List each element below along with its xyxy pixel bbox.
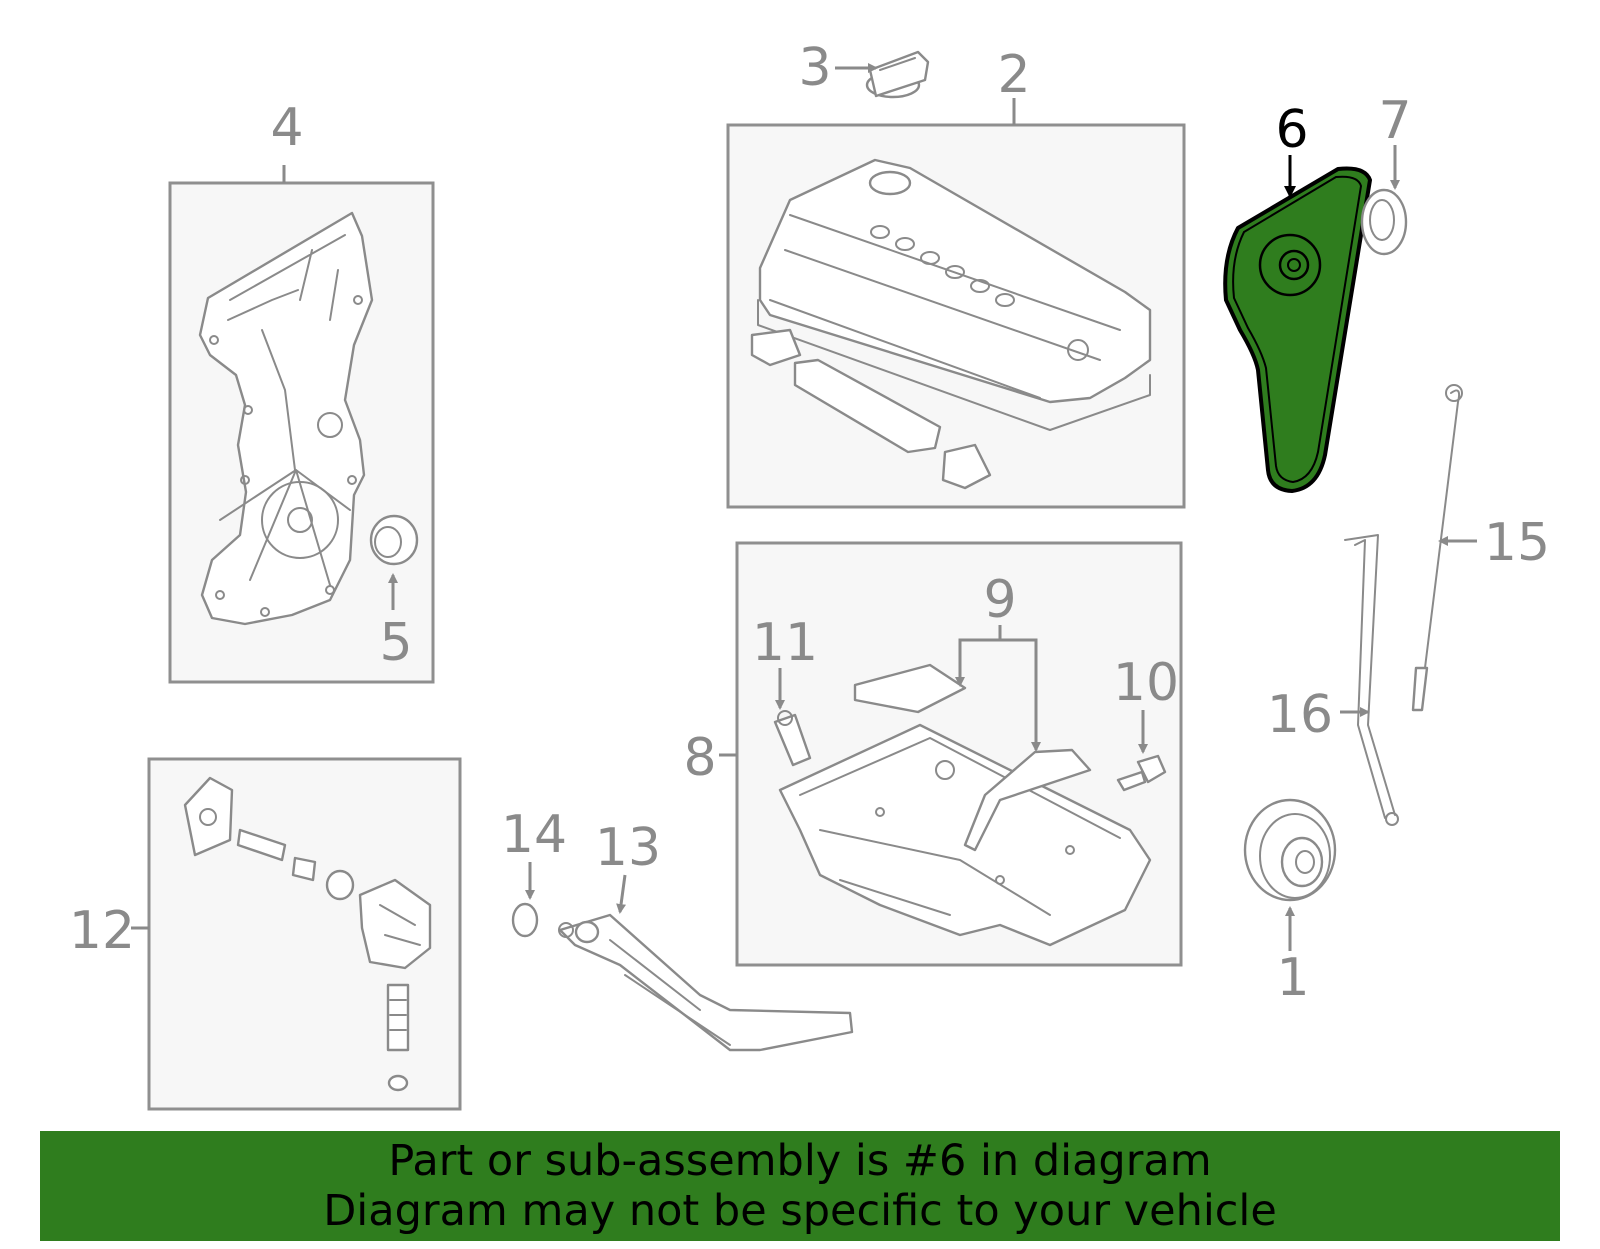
- callout-3: 3: [798, 38, 831, 98]
- info-banner: Part or sub-assembly is #6 in diagram Di…: [40, 1131, 1560, 1241]
- baffle-part-9: [853, 663, 1092, 852]
- strainer-part-13: [558, 913, 854, 1052]
- timing-belt-part-6: [1223, 166, 1372, 493]
- seal-part-7: [1360, 188, 1408, 256]
- callout-4: 4: [270, 98, 303, 158]
- oil-pan-part-8: [778, 723, 1152, 947]
- banner-line-1: Part or sub-assembly is #6 in diagram: [388, 1136, 1212, 1186]
- callout-7: 7: [1378, 91, 1411, 151]
- crank-pulley-part-1: [1243, 798, 1337, 902]
- sensor-part-11: [773, 710, 812, 767]
- callout-6: 6: [1275, 100, 1308, 160]
- dipstick-part-15: [1411, 384, 1463, 712]
- callout-2: 2: [997, 45, 1030, 105]
- callout-5: 5: [379, 613, 412, 673]
- drain-plug-part-10: [1116, 754, 1167, 792]
- callout-13: 13: [595, 818, 661, 878]
- oil-pump-part-12: [183, 776, 432, 1092]
- callout-8: 8: [683, 728, 716, 788]
- seal-part-5: [369, 514, 419, 566]
- callout-12: 12: [69, 901, 135, 961]
- callout-9: 9: [983, 570, 1016, 630]
- callout-1: 1: [1276, 948, 1309, 1008]
- timing-cover-part: [198, 211, 374, 626]
- o-ring-part-14: [511, 902, 539, 938]
- oil-cap-part: [865, 50, 930, 99]
- valve-cover-part: [750, 158, 1152, 490]
- callout-15: 15: [1484, 513, 1550, 573]
- callout-14: 14: [501, 805, 567, 865]
- dipstick-tube-part-16: [1344, 534, 1399, 826]
- callout-10: 10: [1113, 653, 1179, 713]
- callout-11: 11: [752, 613, 818, 673]
- callout-16: 16: [1267, 685, 1333, 745]
- banner-line-2: Diagram may not be specific to your vehi…: [323, 1186, 1277, 1236]
